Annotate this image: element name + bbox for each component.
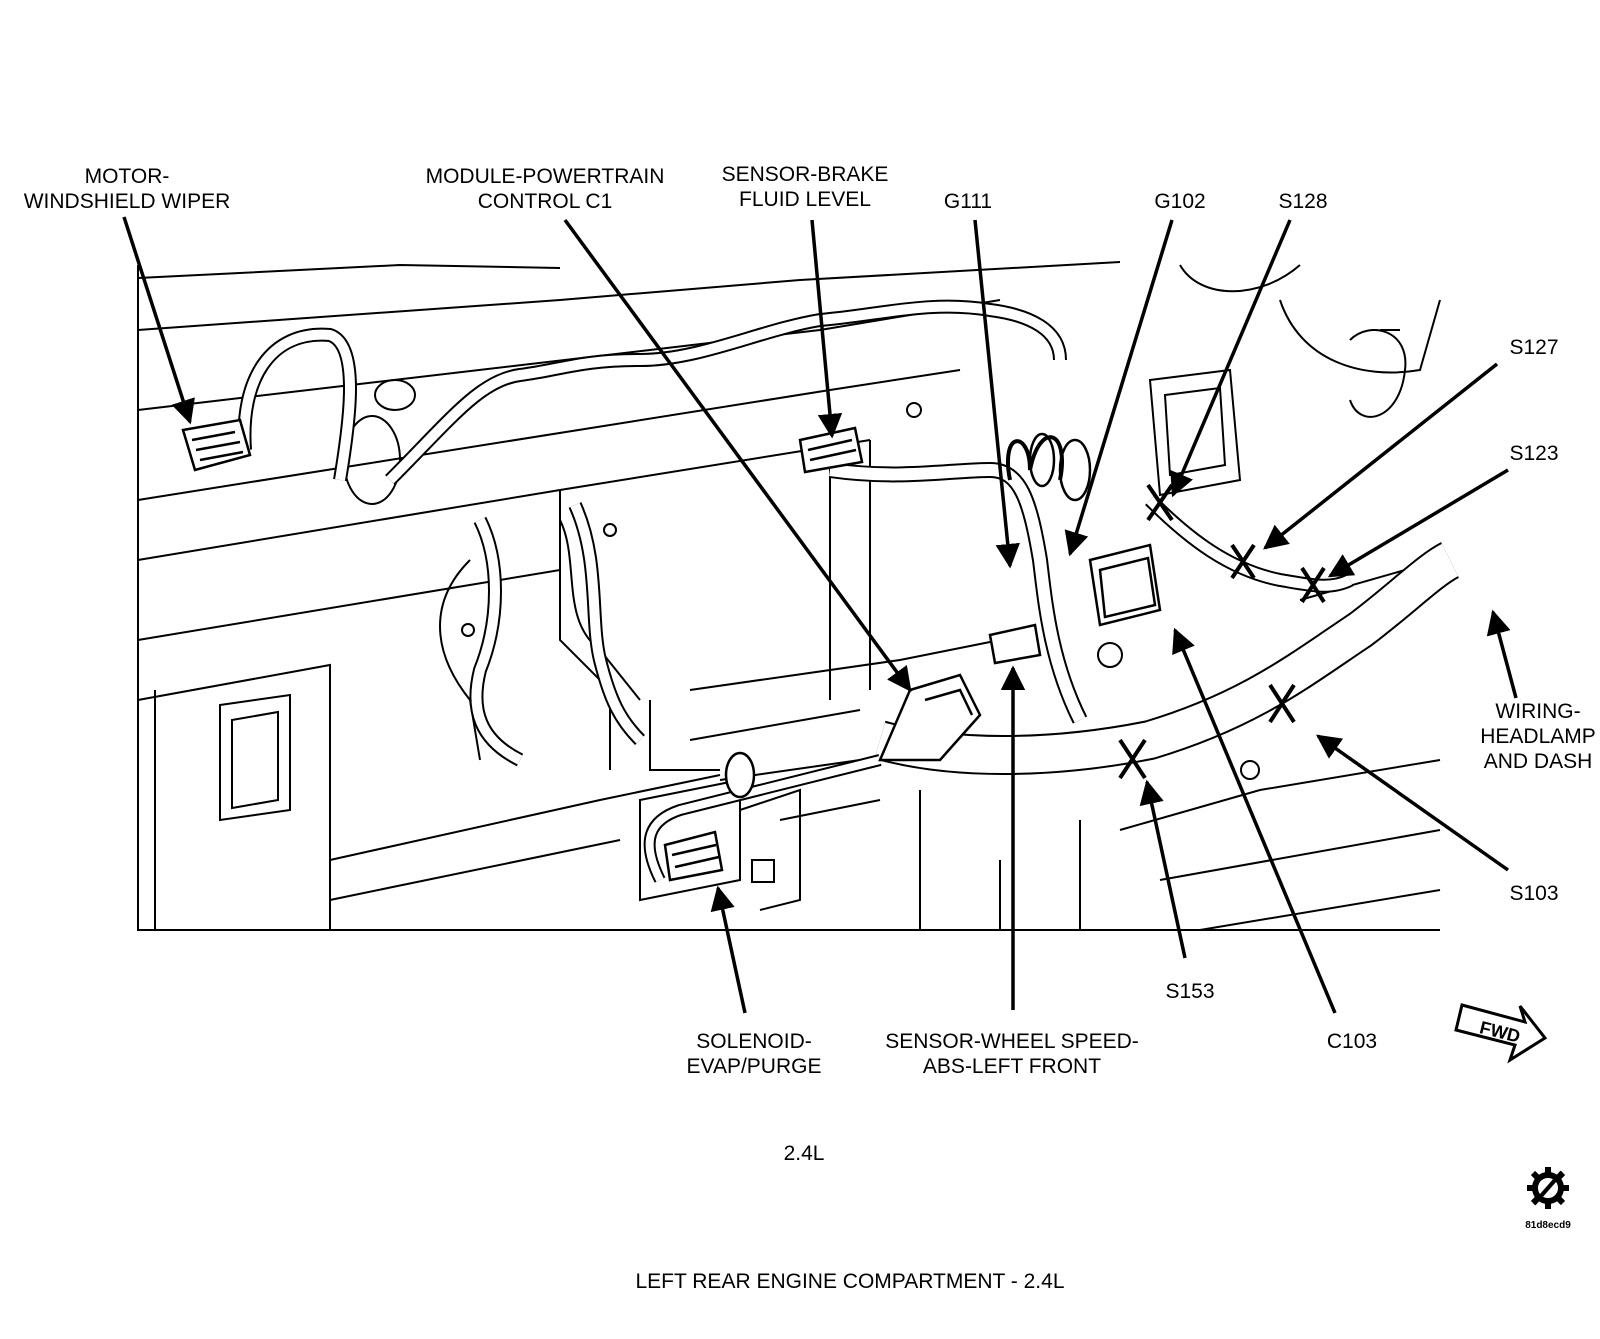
fwd-arrow-icon: FWD [1454,1003,1548,1064]
label-s153: S153 [1165,980,1214,1003]
engine-size-label: 2.4L [784,1142,825,1165]
leader-c103 [1172,627,1337,1014]
splice-marks [1118,483,1326,780]
label-solenoid-line1: SOLENOID- [696,1030,812,1053]
engine-compartment-drawing [137,261,1441,931]
reference-code: 81d8ecd9 [1525,1220,1571,1231]
label-motor-wiper-line1: MOTOR- [85,165,170,188]
label-wheel-speed-line1: SENSOR-WHEEL SPEED- [885,1030,1139,1053]
leader-motor-wiper [122,216,195,425]
leader-lines [122,216,1518,1014]
leader-g111 [973,219,1020,569]
label-brake-fluid-line2: FLUID LEVEL [739,188,871,211]
leader-solenoid [710,885,747,1014]
label-s123: S123 [1509,442,1558,465]
leader-s127 [1263,362,1499,550]
leader-s153 [1139,779,1187,959]
label-brake-fluid-line1: SENSOR-BRAKE [722,163,889,186]
label-pcm-line2: CONTROL C1 [478,190,613,213]
label-solenoid-line2: EVAP/PURGE [687,1055,822,1078]
label-wiring-line1: WIRING- [1495,700,1580,723]
leader-pcm [563,218,912,692]
wiring-harnesses [237,299,1460,883]
diagram-caption: LEFT REAR ENGINE COMPARTMENT - 2.4L [635,1270,1064,1293]
label-s128: S128 [1278,190,1327,213]
label-g102: G102 [1154,190,1205,213]
leader-s123 [1327,468,1509,578]
leader-s103 [1315,734,1510,872]
components [181,418,1162,882]
label-pcm-line1: MODULE-POWERTRAIN [426,165,665,188]
leader-wiring [1486,609,1518,699]
gear-slash-icon [1527,1167,1569,1209]
leader-g102 [1064,219,1174,557]
label-wheel-speed-line2: ABS-LEFT FRONT [923,1055,1101,1078]
label-g111: G111 [944,190,992,213]
callout-labels: MOTOR- WINDSHIELD WIPER MODULE-POWERTRAI… [24,163,1596,1078]
label-c103: C103 [1327,1030,1377,1053]
label-wiring-line3: AND DASH [1484,750,1593,773]
leader-brake-fluid [810,219,843,439]
label-s127: S127 [1509,336,1558,359]
leader-s128 [1170,219,1292,498]
label-wiring-line2: HEADLAMP [1480,725,1596,748]
label-motor-wiper-line2: WINDSHIELD WIPER [24,190,231,213]
label-s103: S103 [1509,882,1558,905]
